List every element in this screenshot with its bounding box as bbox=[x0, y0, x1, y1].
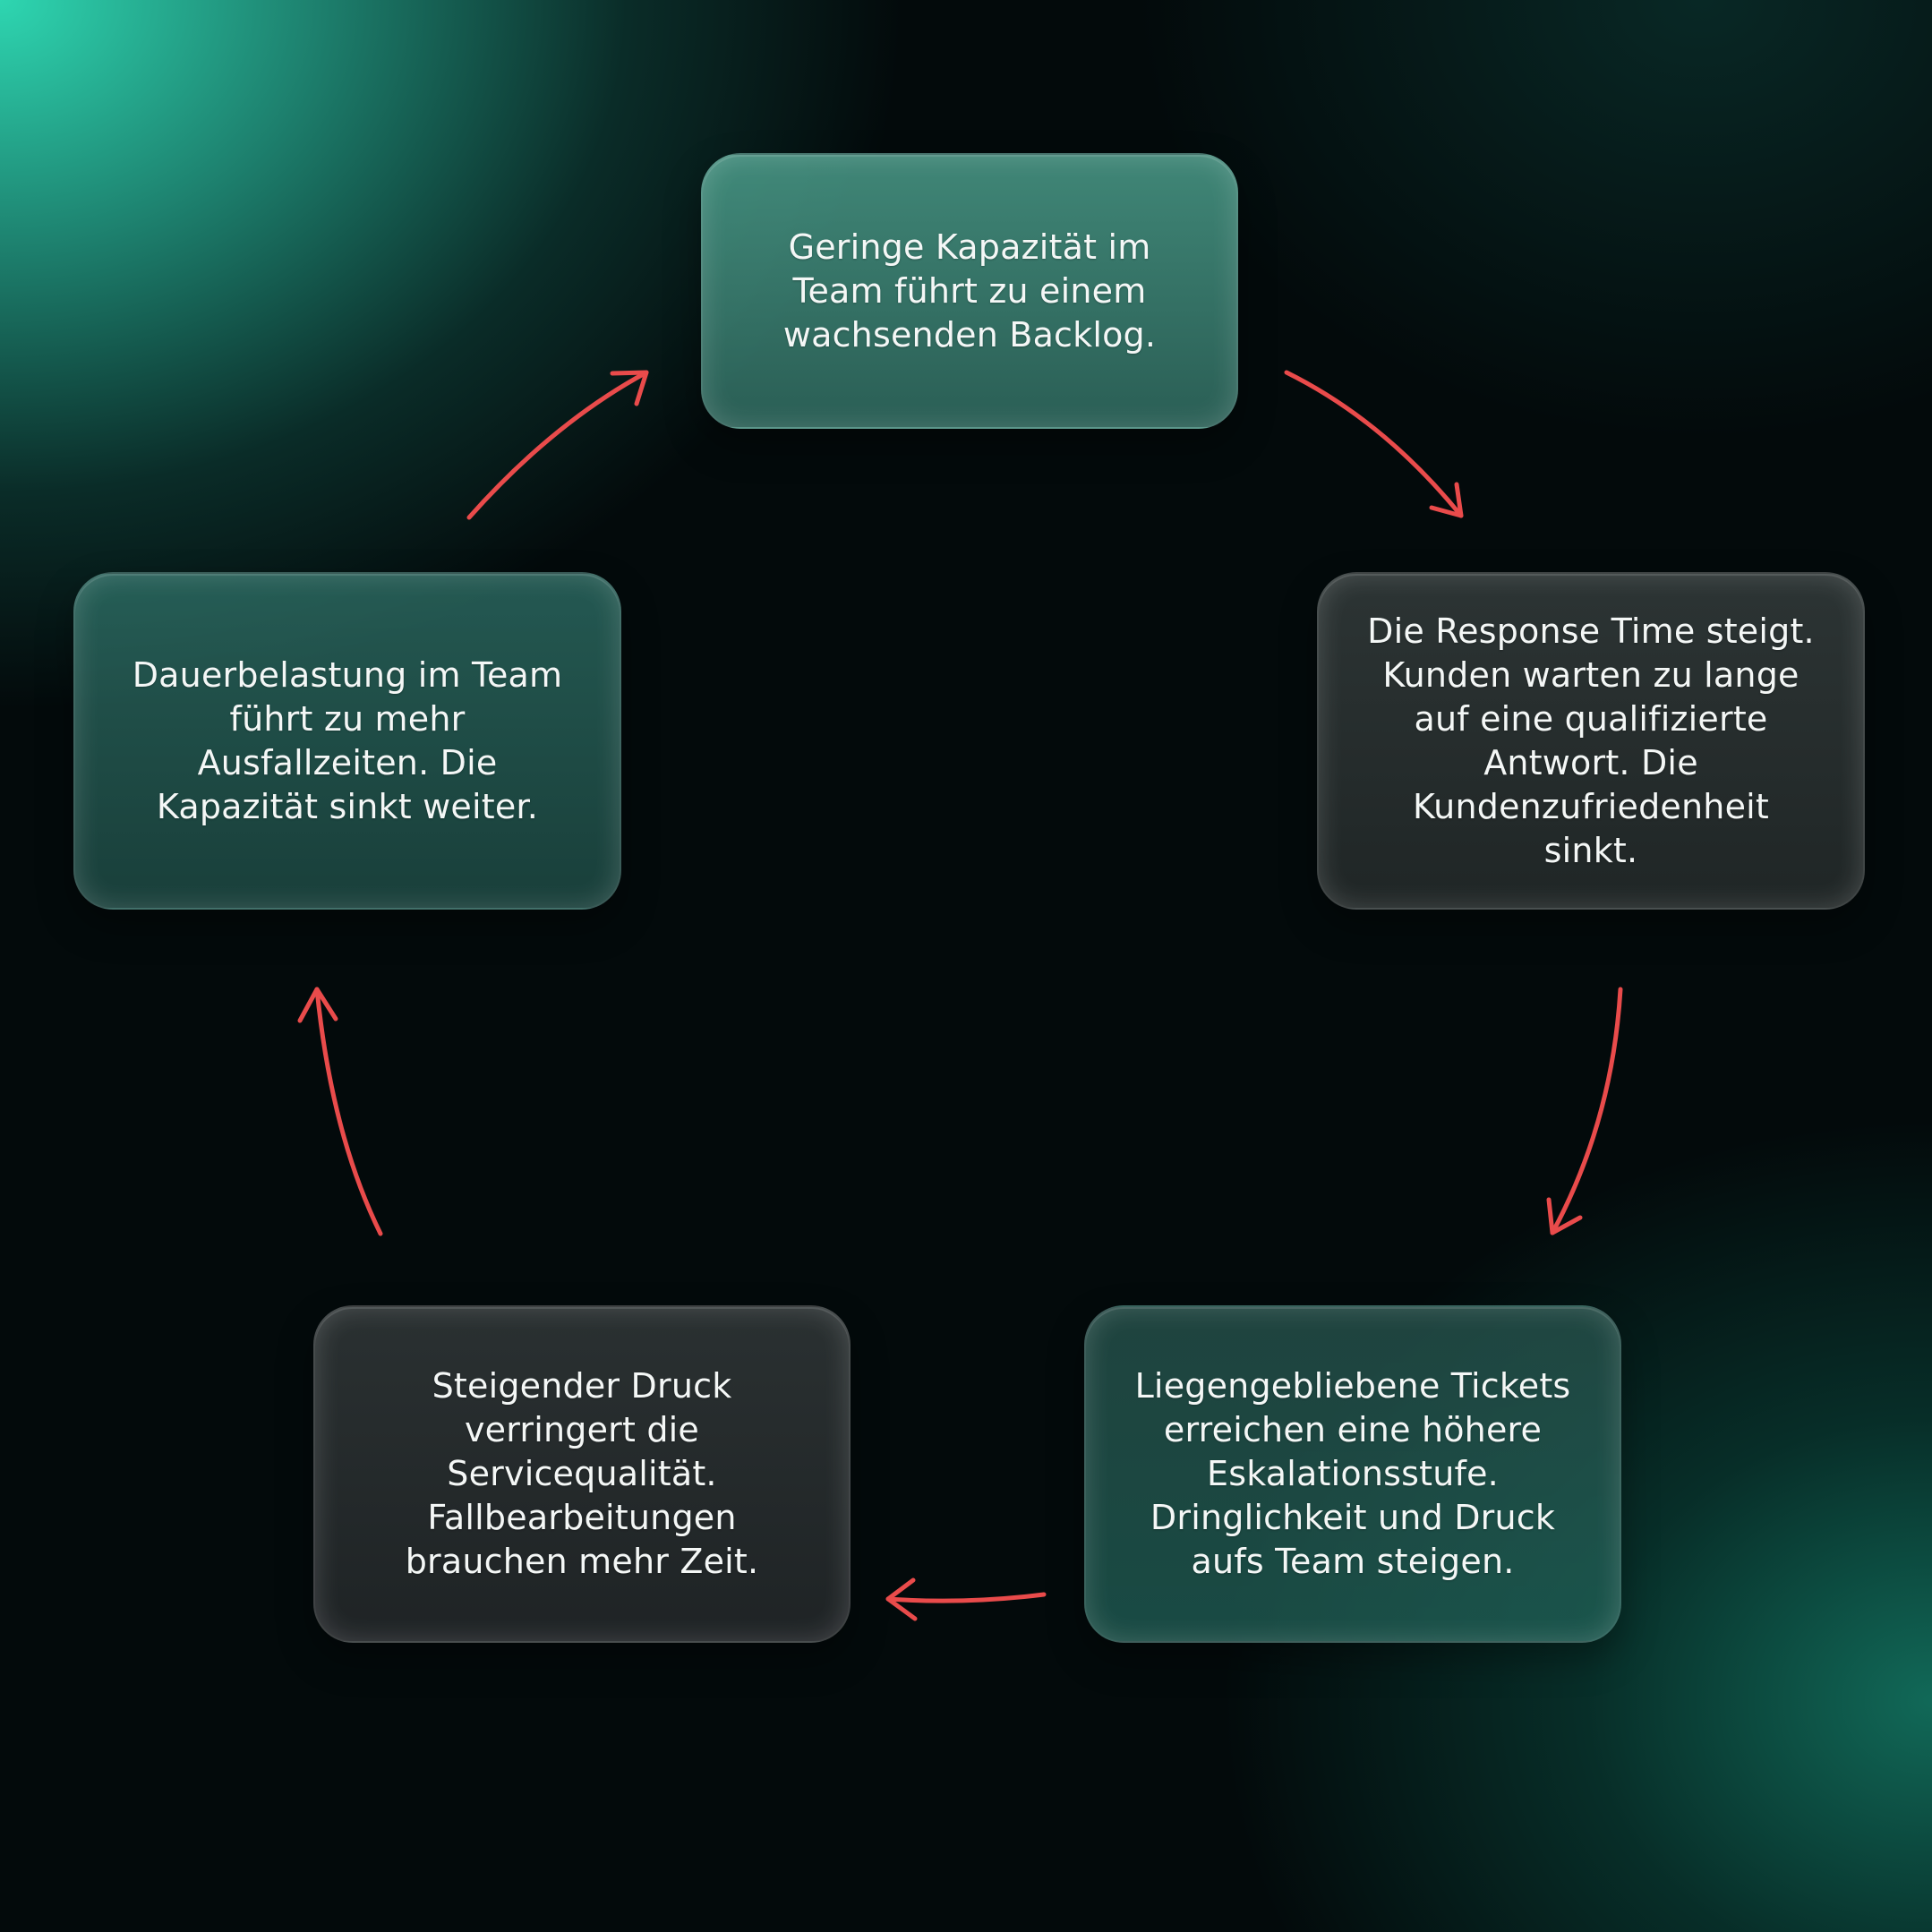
arrow-left-to-top bbox=[466, 370, 649, 520]
step-text-service-quality: Steigender Druck verringert die Serviceq… bbox=[405, 1366, 759, 1581]
arrow-right-to-bottom-right bbox=[1546, 987, 1623, 1235]
step-box-downtime: Dauerbelastung im Team führt zu mehr Aus… bbox=[73, 572, 621, 910]
step-box-service-quality: Steigender Druck verringert die Serviceq… bbox=[313, 1305, 851, 1643]
arrow-bottom-right-to-bottom-left bbox=[885, 1577, 1047, 1621]
step-text-capacity: Geringe Kapazität im Team führt zu einem… bbox=[782, 227, 1157, 355]
step-text-downtime: Dauerbelastung im Team führt zu mehr Aus… bbox=[132, 654, 563, 826]
step-text-escalation: Liegengebliebene Tickets erreichen eine … bbox=[1134, 1366, 1571, 1581]
arrow-top-to-right bbox=[1284, 370, 1464, 518]
step-text-response-time: Die Response Time steigt. Kunden warten … bbox=[1367, 611, 1815, 870]
step-box-escalation: Liegengebliebene Tickets erreichen eine … bbox=[1084, 1305, 1621, 1643]
arrow-bottom-left-to-left bbox=[297, 987, 383, 1236]
step-box-response-time: Die Response Time steigt. Kunden warten … bbox=[1317, 572, 1865, 910]
step-box-capacity: Geringe Kapazität im Team führt zu einem… bbox=[701, 153, 1238, 429]
